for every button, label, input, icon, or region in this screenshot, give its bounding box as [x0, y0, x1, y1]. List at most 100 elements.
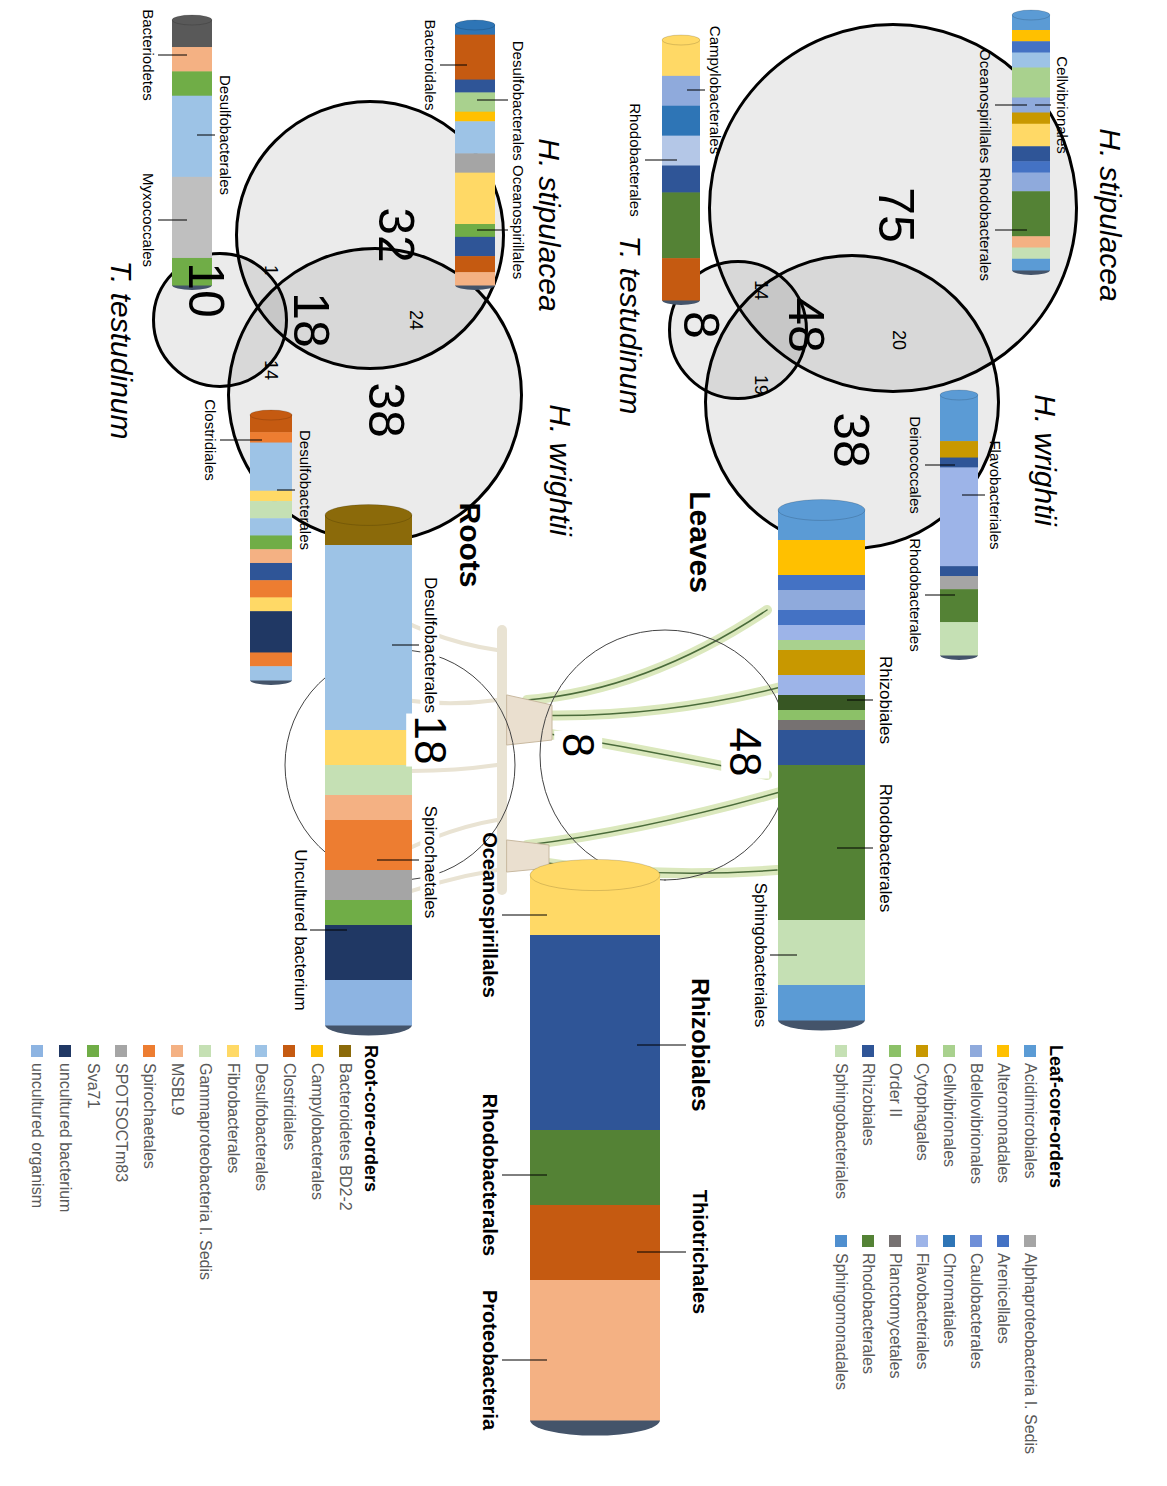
legend-entry: Acidimicrobiales	[1021, 1045, 1039, 1179]
legend-swatch	[283, 1045, 295, 1057]
legend-swatch	[835, 1235, 847, 1247]
legend-text: uncultured organism	[28, 1063, 46, 1208]
count-number: 1	[260, 265, 280, 275]
count-number: 75	[868, 187, 923, 243]
order-label: Spirochaetales	[421, 804, 440, 920]
legend-swatch	[31, 1045, 43, 1057]
legend-entry: Bacteroidetes BD2-2	[336, 1045, 354, 1211]
order-label: Proteobacteria	[479, 1290, 501, 1430]
order-label: Bacteriodetes	[140, 9, 157, 101]
cylinder	[172, 15, 212, 290]
count-number: 14	[260, 360, 280, 380]
order-label: Rhodobacterales	[876, 784, 895, 913]
legend-text: Arenicellales	[994, 1253, 1012, 1344]
legend-text: uncultured bacterium	[56, 1063, 74, 1212]
cylinder	[778, 500, 865, 1031]
legend-text: Gammaproteobacteria I. Sedis	[196, 1063, 214, 1280]
legend-swatch	[311, 1045, 323, 1057]
legend-entry: Alphaproteobacteria I. Sedis	[1021, 1235, 1039, 1454]
legend-text: Cellvibrionales	[940, 1063, 958, 1167]
count-number: 10	[178, 262, 233, 318]
legend-swatch	[970, 1045, 982, 1057]
legend-text: Sva71	[84, 1063, 102, 1108]
legend-text: Bacteroidetes BD2-2	[336, 1063, 354, 1211]
legend-entry: Campylobacterales	[308, 1045, 326, 1200]
legend-entry: SPOTSOCTm83	[112, 1045, 130, 1182]
legend-entry: MSBL9	[168, 1045, 186, 1115]
legend-text: Rhizobiales	[859, 1063, 877, 1146]
cylinder	[940, 390, 978, 660]
legend-text: Planctomycetales	[886, 1253, 904, 1378]
count-number: 32	[368, 207, 423, 263]
legend-text: Order II	[886, 1063, 904, 1117]
legend-swatch	[1024, 1045, 1036, 1057]
order-label: Campylobacterales	[707, 26, 724, 154]
legend-text: Sphingobacteriales	[832, 1063, 850, 1199]
legend-text: Spirochaetales	[140, 1063, 158, 1169]
cylinder	[662, 35, 700, 305]
order-label: Rhodobacterales	[627, 103, 644, 216]
legend-swatch	[171, 1045, 183, 1057]
legend-text: Desulfobacterales	[252, 1063, 270, 1191]
count-number: 19	[750, 375, 770, 395]
legend-entry: Caulobacterales	[967, 1235, 985, 1369]
legend-title: Root-core-orders	[360, 1045, 380, 1192]
count-number: 20	[888, 330, 908, 350]
order-label: Desulfobacterales	[297, 430, 314, 550]
order-label: Bacteroidales	[422, 20, 439, 111]
order-label: Clostridiales	[202, 399, 219, 481]
circle-title: H. stipulacea	[1094, 128, 1127, 301]
legend-swatch	[339, 1045, 351, 1057]
order-label: Flavobacteriales	[987, 440, 1004, 549]
legend-entry: uncultured bacterium	[56, 1045, 74, 1212]
legend-entry: Gammaproteobacteria I. Sedis	[196, 1045, 214, 1280]
legend-swatch	[59, 1045, 71, 1057]
legend-swatch	[862, 1045, 874, 1057]
legend-text: Cytophagales	[913, 1063, 931, 1161]
legend-text: Campylobacterales	[308, 1063, 326, 1200]
legend-swatch	[255, 1045, 267, 1057]
legend-entry: Sva71	[84, 1045, 102, 1108]
legend-title: Leaf-core-orders	[1045, 1045, 1065, 1188]
order-label: Rhizobiales	[687, 978, 713, 1111]
legend-text: Caulobacterales	[967, 1253, 985, 1369]
legend-entry: Rhodobacterales	[859, 1235, 877, 1374]
legend-swatch	[943, 1045, 955, 1057]
legend-swatch	[835, 1045, 847, 1057]
legend-entry: Fibrobacterales	[224, 1045, 242, 1173]
legend-text: Alteromonadales	[994, 1063, 1012, 1183]
section-title: Leaves	[684, 491, 717, 593]
legend-entry: Sphingomonadales	[832, 1235, 850, 1390]
order-label: Oceanospirillales	[479, 832, 501, 998]
legend-entry: Flavobacteriales	[913, 1235, 931, 1370]
count-number: 14	[750, 280, 770, 300]
order-label: Oceanospirillales Rhodobacterales	[977, 49, 994, 281]
legend-swatch	[1024, 1235, 1036, 1247]
cylinder	[530, 859, 660, 1435]
legend-text: Clostridiales	[280, 1063, 298, 1150]
legend-swatch	[997, 1235, 1009, 1247]
legend-entry: Alteromonadales	[994, 1045, 1012, 1183]
circle-title: T. testudinum	[105, 261, 138, 440]
legend-entry: Sphingobacteriales	[832, 1045, 850, 1199]
count-number: 38	[823, 412, 878, 468]
legend-text: Chromatiales	[940, 1253, 958, 1347]
legend-text: Sphingomonadales	[832, 1253, 850, 1390]
legend-swatch	[889, 1235, 901, 1247]
order-label: Cellvibrionales	[1054, 56, 1071, 154]
legend-text: MSBL9	[168, 1063, 186, 1115]
count-number: 18	[283, 292, 338, 348]
legend-entry: uncultured organism	[28, 1045, 46, 1208]
legend-swatch	[916, 1045, 928, 1057]
legend-entry: Chromatiales	[940, 1235, 958, 1347]
legend-swatch	[862, 1235, 874, 1247]
legend-text: Alphaproteobacteria I. Sedis	[1021, 1253, 1039, 1454]
circle-title: H. wrightii	[1029, 394, 1062, 526]
legend-entry: Bdellovibrionales	[967, 1045, 985, 1184]
legend-entry: Clostridiales	[280, 1045, 298, 1150]
order-label: Uncultured bacterium	[291, 849, 310, 1011]
legend-text: Flavobacteriales	[913, 1253, 931, 1370]
legend-swatch	[970, 1235, 982, 1247]
count-number: 38	[358, 382, 413, 438]
